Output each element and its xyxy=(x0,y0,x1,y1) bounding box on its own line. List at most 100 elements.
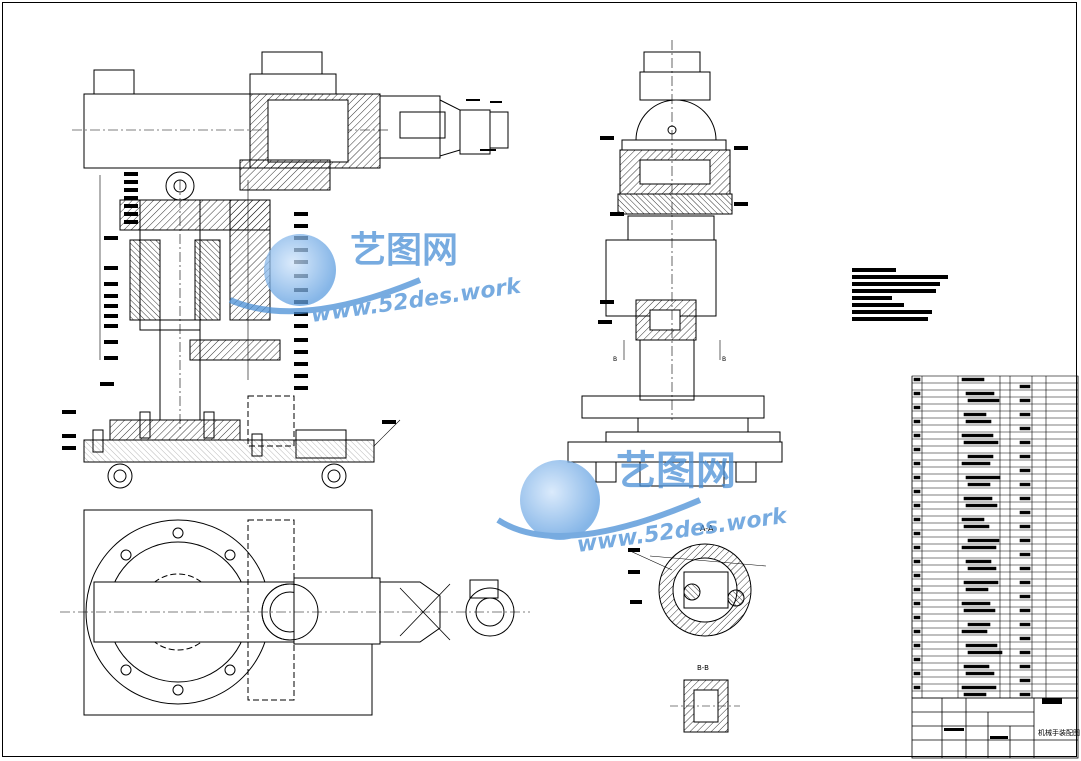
bom-row-marker xyxy=(913,573,921,578)
bom-row-material xyxy=(1019,440,1031,445)
bom-row-material xyxy=(1019,594,1031,599)
bom-row-name xyxy=(967,650,1003,655)
bom-row-name xyxy=(965,475,1001,480)
bom-row-marker xyxy=(913,629,921,634)
bom-row-material xyxy=(1019,622,1031,627)
bom-row-name xyxy=(963,580,999,585)
bom-row-marker xyxy=(913,643,921,648)
bom-row-marker xyxy=(913,433,921,438)
bom-row-name xyxy=(963,608,996,613)
bom-row-name xyxy=(961,461,991,466)
bom-row-material xyxy=(1019,426,1031,431)
bom-row-marker xyxy=(913,489,921,494)
bom-row-material xyxy=(1019,552,1031,557)
watermark-brand-lower: 艺图网 xyxy=(616,448,736,494)
bom-row-marker xyxy=(913,601,921,606)
bom-row-name xyxy=(965,671,995,676)
bom-row-marker xyxy=(913,475,921,480)
bom-row-material xyxy=(1019,398,1031,403)
bom-row-marker xyxy=(913,587,921,592)
bom-row-marker xyxy=(913,503,921,508)
bom-row-material xyxy=(1019,454,1031,459)
bom-row-material xyxy=(1019,664,1031,669)
bom-row-name xyxy=(965,391,995,396)
bom-row-name xyxy=(963,496,993,501)
front-view-part-labels xyxy=(62,172,396,450)
watermark-brand-upper: 艺图网 xyxy=(350,230,458,271)
bom-row-marker xyxy=(913,377,921,382)
section-mark-b-right: B xyxy=(722,356,726,363)
bom-row-marker xyxy=(913,685,921,690)
bom-row-marker xyxy=(913,657,921,662)
bom-row-material xyxy=(1019,524,1031,529)
title-block xyxy=(911,697,1079,759)
bom-row-name xyxy=(963,692,987,697)
bom-row-marker xyxy=(913,531,921,536)
watermark-upper: 艺图网 www.52des.work xyxy=(228,230,524,328)
bom-row-marker xyxy=(913,461,921,466)
bom-row-marker xyxy=(913,419,921,424)
bom-row-material xyxy=(1019,692,1031,697)
bom-row-name xyxy=(961,629,988,634)
bom-row-name xyxy=(961,433,994,438)
bom-row-name xyxy=(961,545,997,550)
bom-row-material xyxy=(1019,580,1031,585)
bom-row-material xyxy=(1019,510,1031,515)
top-view xyxy=(60,509,530,716)
bom-row-name xyxy=(967,538,1000,543)
bom-row-name xyxy=(963,440,999,445)
bom-row-name xyxy=(967,482,991,487)
bom-row-name xyxy=(961,517,985,522)
bom-row-marker xyxy=(913,671,921,676)
bom-row-material xyxy=(1019,608,1031,613)
drawing-title: 机械手装配图 xyxy=(1038,728,1080,737)
bom-row-name xyxy=(961,601,991,606)
section-aa-label: A-A xyxy=(700,524,714,533)
bom-row-name xyxy=(963,664,990,669)
bom-row-name xyxy=(965,587,989,592)
section-aa-part-labels xyxy=(628,548,642,604)
bom-row-material xyxy=(1019,412,1031,417)
bom-row-marker xyxy=(913,545,921,550)
bom-row-marker xyxy=(913,517,921,522)
section-mark-b-left: B xyxy=(613,356,617,363)
section-b-b xyxy=(670,679,740,733)
bom-row-name xyxy=(967,566,997,571)
bom-row-marker xyxy=(913,405,921,410)
bom-row-marker xyxy=(913,391,921,396)
bom-row-material xyxy=(1019,566,1031,571)
section-bb-label: B-B xyxy=(697,664,709,672)
technical-notes xyxy=(852,268,948,321)
side-view-part-labels xyxy=(598,136,748,324)
bom-row-marker xyxy=(913,447,921,452)
parts-list xyxy=(911,375,1079,699)
bom-row-name xyxy=(963,412,987,417)
bom-row-marker xyxy=(913,559,921,564)
watermark-lower: 艺图网 www.52des.work xyxy=(496,448,790,558)
bom-row-name xyxy=(963,524,990,529)
bom-row-material xyxy=(1019,468,1031,473)
bom-row-name xyxy=(961,685,997,690)
bom-row-material xyxy=(1019,384,1031,389)
bom-row-name xyxy=(965,559,992,564)
bom-row-name xyxy=(967,622,991,627)
bom-row-name xyxy=(965,643,998,648)
section-a-a xyxy=(627,543,767,637)
bom-row-name xyxy=(967,454,994,459)
bom-row-material xyxy=(1019,538,1031,543)
title-block-fills xyxy=(944,698,1062,739)
bom-row-name xyxy=(965,503,998,508)
bom-row-material xyxy=(1019,482,1031,487)
bom-row-name xyxy=(961,377,985,382)
side-view xyxy=(567,40,783,487)
bom-row-material xyxy=(1019,496,1031,501)
bom-row-material xyxy=(1019,650,1031,655)
bom-row-marker xyxy=(913,615,921,620)
front-view xyxy=(72,51,509,489)
bom-row-name xyxy=(967,398,1000,403)
bom-row-material xyxy=(1019,678,1031,683)
bom-row-material xyxy=(1019,636,1031,641)
